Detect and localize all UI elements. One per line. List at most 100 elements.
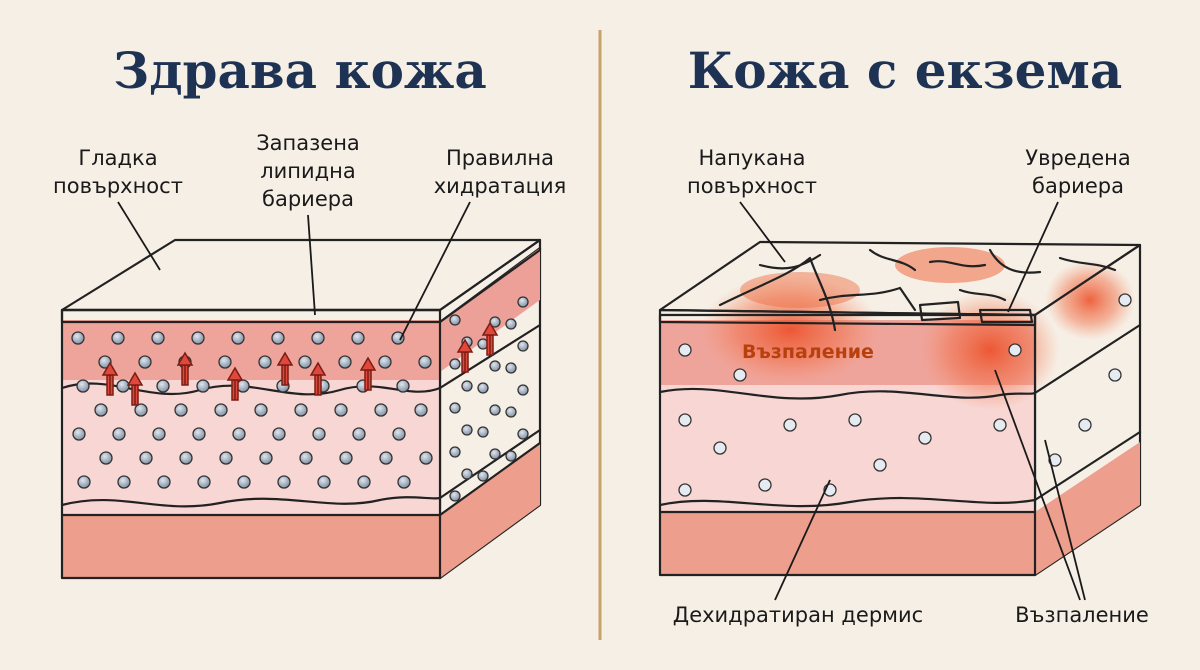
water-dot bbox=[918, 431, 932, 445]
water-dot bbox=[214, 403, 228, 417]
water-dot bbox=[236, 379, 250, 393]
water-dot bbox=[151, 331, 165, 345]
water-dot bbox=[156, 379, 170, 393]
water-dot bbox=[713, 441, 727, 455]
water-dot bbox=[1048, 453, 1062, 467]
water-dot bbox=[391, 331, 405, 345]
water-dot bbox=[733, 368, 747, 382]
water-dot bbox=[76, 379, 90, 393]
water-dot bbox=[77, 475, 91, 489]
label-lipid-line1: Запазена bbox=[256, 131, 360, 155]
healthy-side-base bbox=[440, 442, 540, 578]
water-dot bbox=[678, 343, 692, 357]
water-dot bbox=[449, 358, 461, 370]
label-damaged-line2: бариера bbox=[1032, 174, 1124, 198]
water-dot bbox=[477, 470, 489, 482]
water-dot bbox=[378, 355, 392, 369]
water-dot bbox=[993, 418, 1007, 432]
water-dot bbox=[138, 355, 152, 369]
healthy-skin-block bbox=[60, 238, 542, 580]
label-cracked-line2: повърхност bbox=[687, 174, 817, 198]
eczema-base bbox=[660, 512, 1035, 575]
water-dot bbox=[71, 331, 85, 345]
hydration-arrow bbox=[101, 361, 119, 395]
water-dot bbox=[505, 406, 517, 418]
water-dot bbox=[111, 331, 125, 345]
water-dot bbox=[392, 427, 406, 441]
water-dot bbox=[117, 475, 131, 489]
water-dot bbox=[517, 340, 529, 352]
water-dot bbox=[231, 331, 245, 345]
inflamed-area-2 bbox=[920, 290, 1060, 410]
label-hydration-line1: Правилна bbox=[446, 146, 554, 170]
eczema-labels: Напукана повърхност Увредена бариера Дех… bbox=[673, 146, 1149, 627]
eczema-skin-block: Възпаление bbox=[658, 240, 1142, 577]
hydration-arrow bbox=[126, 371, 144, 405]
water-dot bbox=[379, 451, 393, 465]
label-hydration-line2: хидратация bbox=[434, 174, 566, 198]
water-dot bbox=[1118, 293, 1132, 307]
water-dot bbox=[477, 426, 489, 438]
water-dot bbox=[517, 384, 529, 396]
water-dot bbox=[299, 451, 313, 465]
water-dot bbox=[312, 427, 326, 441]
water-dot bbox=[505, 450, 517, 462]
hydration-arrow bbox=[176, 351, 194, 385]
water-dot bbox=[461, 380, 473, 392]
water-dot bbox=[477, 382, 489, 394]
water-dot bbox=[254, 403, 268, 417]
label-smooth-line1: Гладка bbox=[78, 146, 157, 170]
water-dot bbox=[294, 403, 308, 417]
hydration-arrow bbox=[359, 356, 377, 390]
water-dot bbox=[1108, 368, 1122, 382]
crack-lines bbox=[718, 248, 1117, 332]
water-dot bbox=[179, 451, 193, 465]
water-dot bbox=[334, 403, 348, 417]
water-dot bbox=[191, 331, 205, 345]
water-dot bbox=[783, 418, 797, 432]
water-dot bbox=[449, 314, 461, 326]
label-inflammation: Възпаление bbox=[1015, 603, 1149, 627]
water-dot bbox=[272, 427, 286, 441]
water-dot bbox=[339, 451, 353, 465]
hydration-arrow bbox=[276, 351, 294, 385]
healthy-dermis bbox=[62, 380, 440, 515]
water-dot bbox=[317, 475, 331, 489]
label-smooth-line2: повърхност bbox=[53, 174, 183, 198]
healthy-water-dots bbox=[71, 296, 529, 502]
water-dot bbox=[1008, 343, 1022, 357]
leader-lipid bbox=[307, 214, 316, 316]
water-dot bbox=[134, 403, 148, 417]
water-dot bbox=[1078, 418, 1092, 432]
eczema-front-outline bbox=[658, 313, 1037, 577]
water-dot bbox=[517, 428, 529, 440]
water-dot bbox=[357, 475, 371, 489]
label-cracked-line1: Напукана bbox=[699, 146, 806, 170]
label-lipid-line2: липидна bbox=[260, 159, 356, 183]
water-dot bbox=[461, 424, 473, 436]
water-dot bbox=[271, 331, 285, 345]
water-dot bbox=[517, 296, 529, 308]
water-dot bbox=[678, 413, 692, 427]
water-dot bbox=[157, 475, 171, 489]
water-dot bbox=[197, 475, 211, 489]
inflammation-center-label: Възпаление bbox=[742, 341, 874, 363]
water-dot bbox=[174, 403, 188, 417]
inflamed-area-1 bbox=[700, 275, 880, 385]
water-dot bbox=[505, 362, 517, 374]
water-dot bbox=[218, 355, 232, 369]
hydration-arrow bbox=[309, 361, 327, 395]
water-dot bbox=[461, 468, 473, 480]
water-dot bbox=[678, 483, 692, 497]
hydration-arrow bbox=[456, 338, 474, 372]
water-dot bbox=[192, 427, 206, 441]
leader-damaged bbox=[1007, 201, 1059, 313]
water-dot bbox=[397, 475, 411, 489]
water-dot bbox=[414, 403, 428, 417]
water-dot bbox=[449, 402, 461, 414]
water-dot bbox=[374, 403, 388, 417]
water-dot bbox=[258, 355, 272, 369]
hydration-arrow bbox=[481, 321, 499, 355]
water-dot bbox=[219, 451, 233, 465]
healthy-front-outline bbox=[60, 308, 442, 580]
